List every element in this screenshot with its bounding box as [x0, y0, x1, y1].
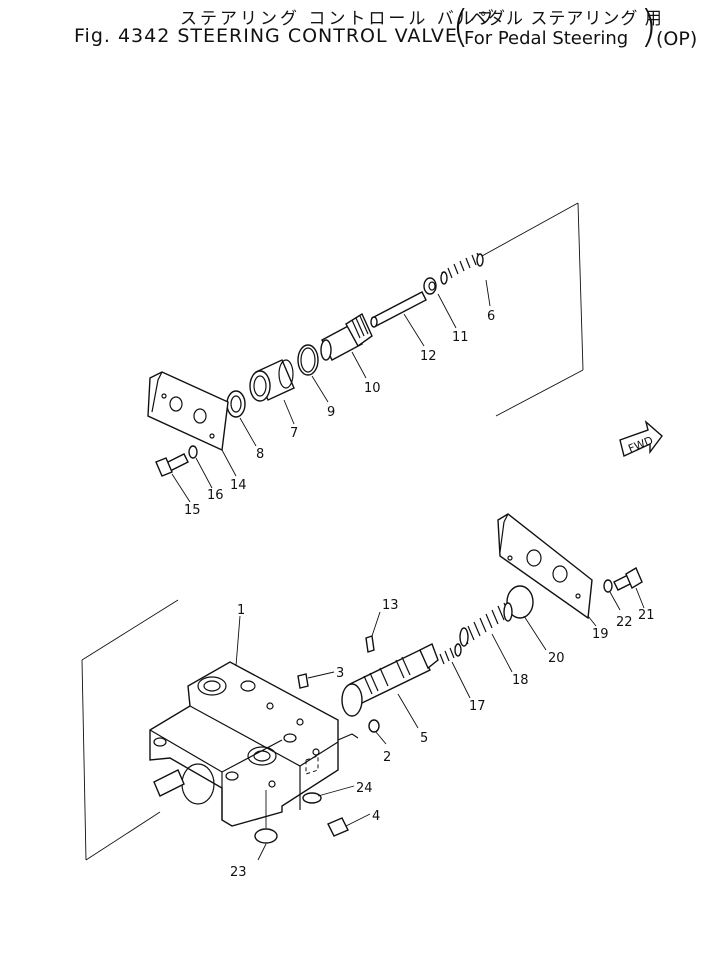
- callout-7: 7: [290, 426, 298, 441]
- part-10-piston: [320, 312, 373, 361]
- part-21-bolt: [613, 566, 643, 591]
- part-4-plug: [327, 817, 349, 837]
- part-2-plug: [368, 719, 380, 733]
- callout-6: 6: [487, 309, 495, 324]
- callout-10: 10: [364, 381, 381, 396]
- callout-14: 14: [230, 478, 247, 493]
- part-8-ring: [226, 390, 246, 418]
- callout-15: 15: [184, 503, 201, 518]
- fwd-arrow-icon: FWD: [619, 420, 663, 457]
- upper-frame: [481, 202, 584, 417]
- callout-5: 5: [420, 731, 428, 746]
- part-3-plug: [297, 673, 309, 689]
- callout-16: 16: [207, 488, 224, 503]
- part-13-pin: [365, 635, 375, 653]
- callout-19: 19: [592, 627, 609, 642]
- callout-3: 3: [336, 666, 344, 681]
- part-11-ring: [423, 277, 437, 295]
- callout-11: 11: [452, 330, 469, 345]
- part-15-bolt: [155, 453, 189, 477]
- part-22-washer: [603, 579, 613, 593]
- callout-24: 24: [356, 781, 373, 796]
- part-1-valve-body: [149, 661, 359, 827]
- paren-open: (: [452, 1, 470, 52]
- part-6-spring: [440, 252, 484, 285]
- callout-2: 2: [383, 750, 391, 765]
- part-14-cover-plate: [147, 371, 229, 452]
- part-12-pin: [370, 291, 427, 328]
- callout-23: 23: [230, 865, 247, 880]
- part-24-oring: [302, 792, 322, 804]
- part-16-washer: [188, 445, 198, 459]
- part-5-spool: [341, 643, 439, 717]
- part-18-spring: [459, 602, 513, 647]
- subtitle-japanese: ペダル ステアリング 用: [470, 9, 663, 29]
- option-code: (OP): [656, 28, 698, 50]
- callout-1: 1: [237, 603, 245, 618]
- part-20-oring: [506, 585, 534, 619]
- callout-12: 12: [420, 349, 437, 364]
- title-english: Fig. 4342 STEERING CONTROL VALVE: [74, 25, 458, 47]
- callout-8: 8: [256, 447, 264, 462]
- callout-17: 17: [469, 699, 486, 714]
- paren-close: ): [640, 1, 658, 52]
- part-7-sleeve: [249, 359, 295, 402]
- callout-18: 18: [512, 673, 529, 688]
- part-19-cover-plate: [497, 513, 593, 620]
- part-23-oring: [254, 828, 278, 844]
- callout-numbers: 6 11 12 10 9 7 8 14 16 15 1 3 13 2 5 17 …: [184, 309, 655, 880]
- callout-4: 4: [372, 809, 380, 824]
- lower-frame: [81, 599, 179, 861]
- callout-22: 22: [616, 615, 633, 630]
- part-17-spring: [439, 643, 462, 665]
- part-9-oring: [297, 344, 319, 376]
- title-japanese: ステアリング コントロール バルブ: [180, 9, 497, 29]
- leader-lines: [171, 279, 645, 861]
- callout-13: 13: [382, 598, 399, 613]
- callout-9: 9: [327, 405, 335, 420]
- callout-21: 21: [638, 608, 655, 623]
- subtitle-english: For Pedal Steering: [464, 28, 629, 49]
- callout-20: 20: [548, 651, 565, 666]
